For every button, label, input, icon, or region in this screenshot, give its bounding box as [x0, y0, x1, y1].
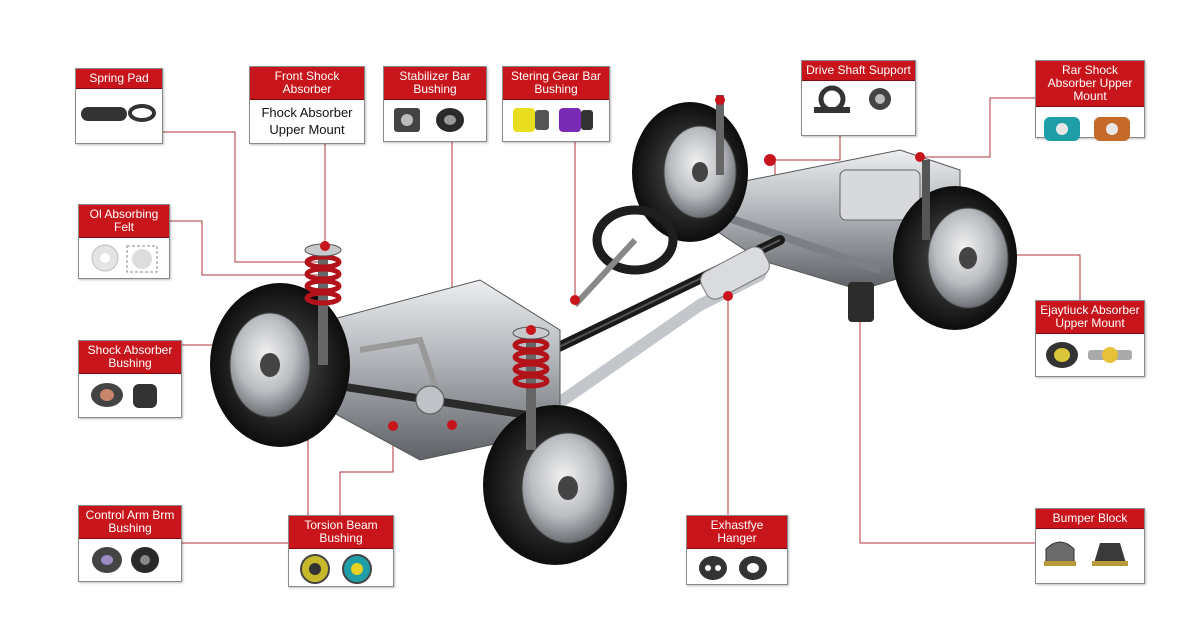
steering-bushing-icon: [513, 108, 593, 132]
felt-ring-icon: [91, 244, 158, 273]
rear-shock: [715, 95, 930, 240]
steering: [570, 205, 678, 308]
callout-torsion-beam-bushing: Torsion Beam Bushing: [288, 515, 394, 587]
callout-drive-shaft-support: Drive Shaft Support: [801, 60, 916, 136]
bushing-icon: [394, 108, 464, 132]
leader-torsion-beam: [339, 428, 394, 515]
leader-oil-felt: [168, 220, 318, 276]
bumper-block-icon: [1044, 541, 1128, 566]
rear-right-wheel: [893, 186, 1017, 330]
callout-stabilizer-bar-bushing: Stabilizer Bar Bushing: [383, 66, 487, 142]
rear-mount-icon: [1044, 117, 1130, 141]
callout-label: Drive Shaft Support: [802, 61, 915, 81]
leader-rear-shock: [920, 97, 1035, 158]
rear-left-wheel: [632, 102, 748, 242]
front-right-wheel: [483, 405, 627, 565]
callout-label: Ol Absorbing Felt: [79, 205, 169, 238]
callout-label: Torsion Beam Bushing: [289, 516, 393, 549]
callout-spring-pad: Spring Pad: [75, 68, 163, 144]
callout-front-shock-absorber: Front Shock Absorber Fhock Absorber Uppe…: [249, 66, 365, 144]
upper-mount-icon: [1046, 342, 1132, 368]
callout-label: Control Arm Brm Bushing: [79, 506, 181, 539]
callout-label: Stabilizer Bar Bushing: [384, 67, 486, 100]
leader-lines: [162, 97, 1081, 544]
callout-label: Rar Shock Absorber Upper Mount: [1036, 61, 1144, 107]
callout-rear-shock-absorber-upper-mount: Rar Shock Absorber Upper Mount: [1035, 60, 1145, 141]
front-left-wheel: [210, 283, 350, 447]
callout-steering-gear-bar-bushing: Stering Gear Bar Bushing: [502, 66, 610, 142]
callout-shock-absorber-bushing: Shock Absorber Bushing: [78, 340, 182, 418]
leader-bumper-block: [859, 318, 1035, 544]
front-left-strut: [304, 241, 342, 365]
callout-label: Stering Gear Bar Bushing: [503, 67, 609, 100]
control-arm-bushing-icon: [92, 547, 159, 573]
callout-label: Shock Absorber Bushing: [79, 341, 181, 374]
callout-bumper-block: Bumper Block: [1035, 508, 1145, 584]
callout-exhaust-hanger: Exhastfye Hanger: [686, 515, 788, 585]
callout-label: Ejaytiuck Absorber Upper Mount: [1036, 301, 1144, 334]
callout-oil-absorbing-felt: Ol Absorbing Felt: [78, 204, 170, 279]
drive-shaft-support-icon: [814, 85, 891, 113]
callout-label: Bumper Block: [1036, 509, 1144, 529]
callout-label: Exhastfye Hanger: [687, 516, 787, 549]
callout-label: Front Shock Absorber: [250, 67, 364, 100]
callout-sublabel: Fhock Absorber Upper Mount: [261, 105, 353, 137]
callout-control-arm-bushing: Control Arm Brm Bushing: [78, 505, 182, 582]
shock-bushing-icon: [91, 383, 157, 408]
front-subframe: [298, 279, 561, 461]
exhaust: [514, 246, 770, 436]
callout-label: Spring Pad: [76, 69, 162, 89]
callout-shock-absorber-upper-mount-right: Ejaytiuck Absorber Upper Mount: [1035, 300, 1145, 377]
torsion-bushing-icon: [300, 554, 372, 584]
leader-spring-pad: [162, 131, 320, 263]
spring-pad-icon: [81, 104, 156, 122]
front-right-strut: [512, 325, 550, 450]
exhaust-hanger-icon: [699, 556, 767, 580]
